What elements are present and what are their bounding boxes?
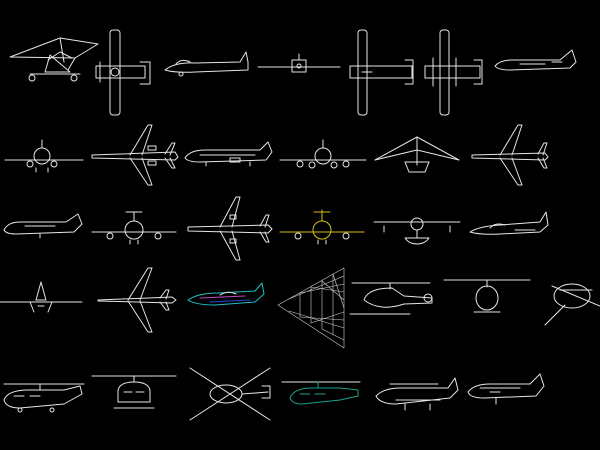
single-engine-plane-top-icon <box>349 29 414 116</box>
hang-glider-trike-side-icon <box>9 37 99 82</box>
transport-plane-front-icon <box>91 211 177 245</box>
airliner-front-icon <box>4 139 84 173</box>
jet-airliner-top-icon <box>91 124 179 186</box>
wide-body-airliner-side-icon <box>184 141 273 167</box>
colored-jet-side-icon <box>187 282 265 306</box>
hang-glider-front-icon <box>374 136 460 173</box>
turboprop-side-icon <box>467 373 545 405</box>
twin-engine-plane-top-icon <box>424 29 483 116</box>
fighter-jet-front-icon <box>0 281 83 313</box>
four-engine-jet-front-icon <box>279 139 367 169</box>
transport-plane-front-yellow-icon <box>279 209 365 245</box>
green-helicopter-side-icon <box>281 381 361 405</box>
transport-helicopter-side-icon <box>3 383 85 413</box>
airliner-top-icon <box>187 196 273 261</box>
business-jet-top-icon <box>471 124 549 186</box>
helicopter-front-icon <box>443 279 531 313</box>
helicopter-front-2-icon <box>91 375 177 409</box>
fighter-jet-top-icon <box>97 267 177 333</box>
light-aircraft-top-icon <box>95 29 151 116</box>
glider-side-icon <box>164 51 249 77</box>
jet-airliner-side-icon <box>494 49 577 71</box>
helicopter-top-partial-icon <box>544 283 600 326</box>
helicopter-top-icon <box>189 367 271 421</box>
airplane-front-icon <box>257 53 341 73</box>
fighter-jet-side-icon <box>469 211 549 235</box>
light-helicopter-side-icon <box>349 282 433 315</box>
seaplane-front-icon <box>373 217 461 245</box>
flying-boat-side-icon <box>375 377 459 411</box>
cargo-jet-side-icon <box>3 213 83 239</box>
delta-wing-mesh-icon <box>277 267 345 349</box>
